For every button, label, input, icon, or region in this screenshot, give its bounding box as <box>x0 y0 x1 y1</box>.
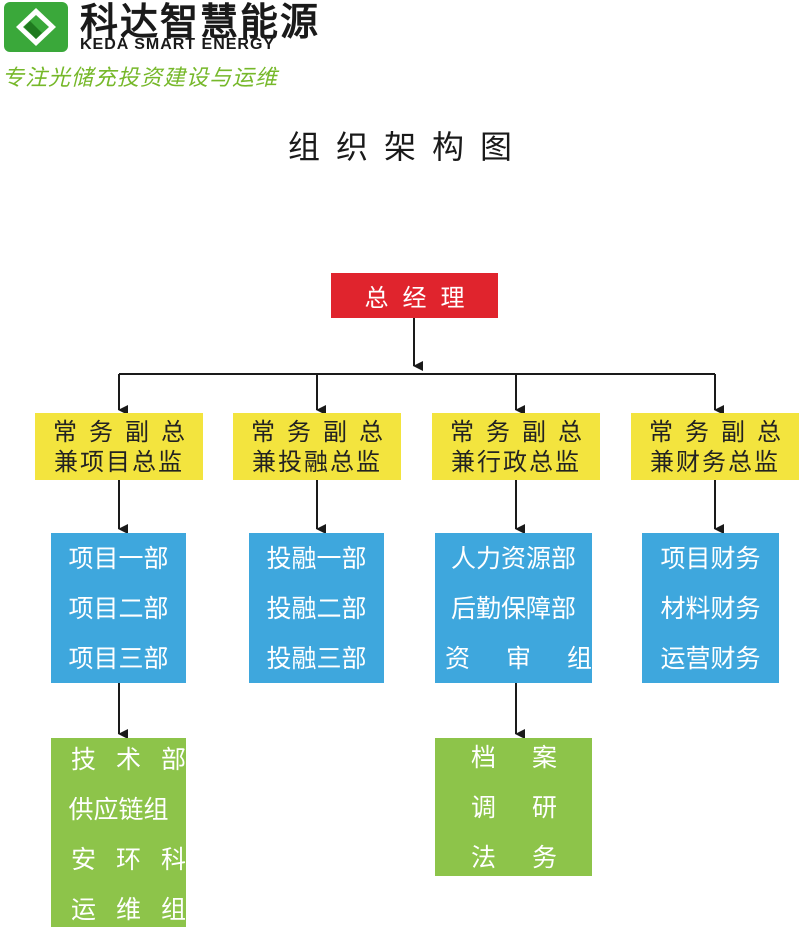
brand-name-en: KEDA SMART ENERGY <box>80 36 276 53</box>
vp-finance-box: 常务副总 兼财务总监 <box>631 413 799 480</box>
dept-admin-box: 人力资源部 后勤保障部 资审组 <box>435 533 592 683</box>
dept-item: 投融二部 <box>266 594 367 623</box>
dept-item: 材料财务 <box>660 594 761 623</box>
dept-item: 后勤保障部 <box>450 594 576 623</box>
vp-role: 兼项目总监 <box>54 448 184 476</box>
dept-item: 项目一部 <box>68 544 169 573</box>
vp-title: 常务副总 <box>450 418 594 446</box>
subgroup-item: 法务组 <box>471 843 655 872</box>
subgroup-item: 技术部 <box>71 745 207 774</box>
subgroup-item: 调研组 <box>471 793 655 822</box>
dept-item: 投融一部 <box>266 544 367 573</box>
subgroup-project-box: 技术部 供应链组 安环科 运维组 <box>51 738 186 927</box>
dept-investment-box: 投融一部 投融二部 投融三部 <box>249 533 384 683</box>
keda-logo-icon <box>4 2 68 52</box>
resource-audit-label: 资审组 <box>445 644 629 673</box>
dept-project-box: 项目一部 项目二部 项目三部 <box>51 533 186 683</box>
vp-title: 常务副总 <box>251 418 395 446</box>
dept-item-resource-audit: 资审组 <box>435 643 592 675</box>
vp-admin-box: 常务副总 兼行政总监 <box>432 413 600 480</box>
vp-role: 兼行政总监 <box>451 448 581 476</box>
subgroup-item: 运维组 <box>71 895 207 924</box>
dept-item: 项目财务 <box>660 544 761 573</box>
ceo-box: 总经理 <box>331 273 498 318</box>
vp-project-box: 常务副总 兼项目总监 <box>35 413 203 480</box>
dept-item: 运营财务 <box>660 644 761 673</box>
page-title: 组织架构图 <box>287 128 528 166</box>
subgroup-admin-box: 档案科 调研组 法务组 <box>435 738 655 876</box>
dept-item: 投融三部 <box>266 644 367 673</box>
vp-investment-box: 常务副总 兼投融总监 <box>233 413 401 480</box>
dept-item: 人力资源部 <box>450 544 576 573</box>
dept-item: 项目二部 <box>68 594 169 623</box>
dept-item: 项目三部 <box>68 644 169 673</box>
brand-slogan: 专注光储充投资建设与运维 <box>2 66 279 91</box>
subgroup-item: 供应链组 <box>68 795 169 824</box>
vp-title: 常务副总 <box>53 418 197 446</box>
subgroup-item: 安环科 <box>71 845 207 874</box>
brand-name-cn: 科达智慧能源 <box>80 0 321 44</box>
vp-role: 兼财务总监 <box>650 448 780 476</box>
dept-finance-box: 项目财务 材料财务 运营财务 <box>642 533 779 683</box>
vp-title: 常务副总 <box>649 418 793 446</box>
subgroup-item: 档案科 <box>471 743 655 772</box>
vp-role: 兼投融总监 <box>252 448 382 476</box>
